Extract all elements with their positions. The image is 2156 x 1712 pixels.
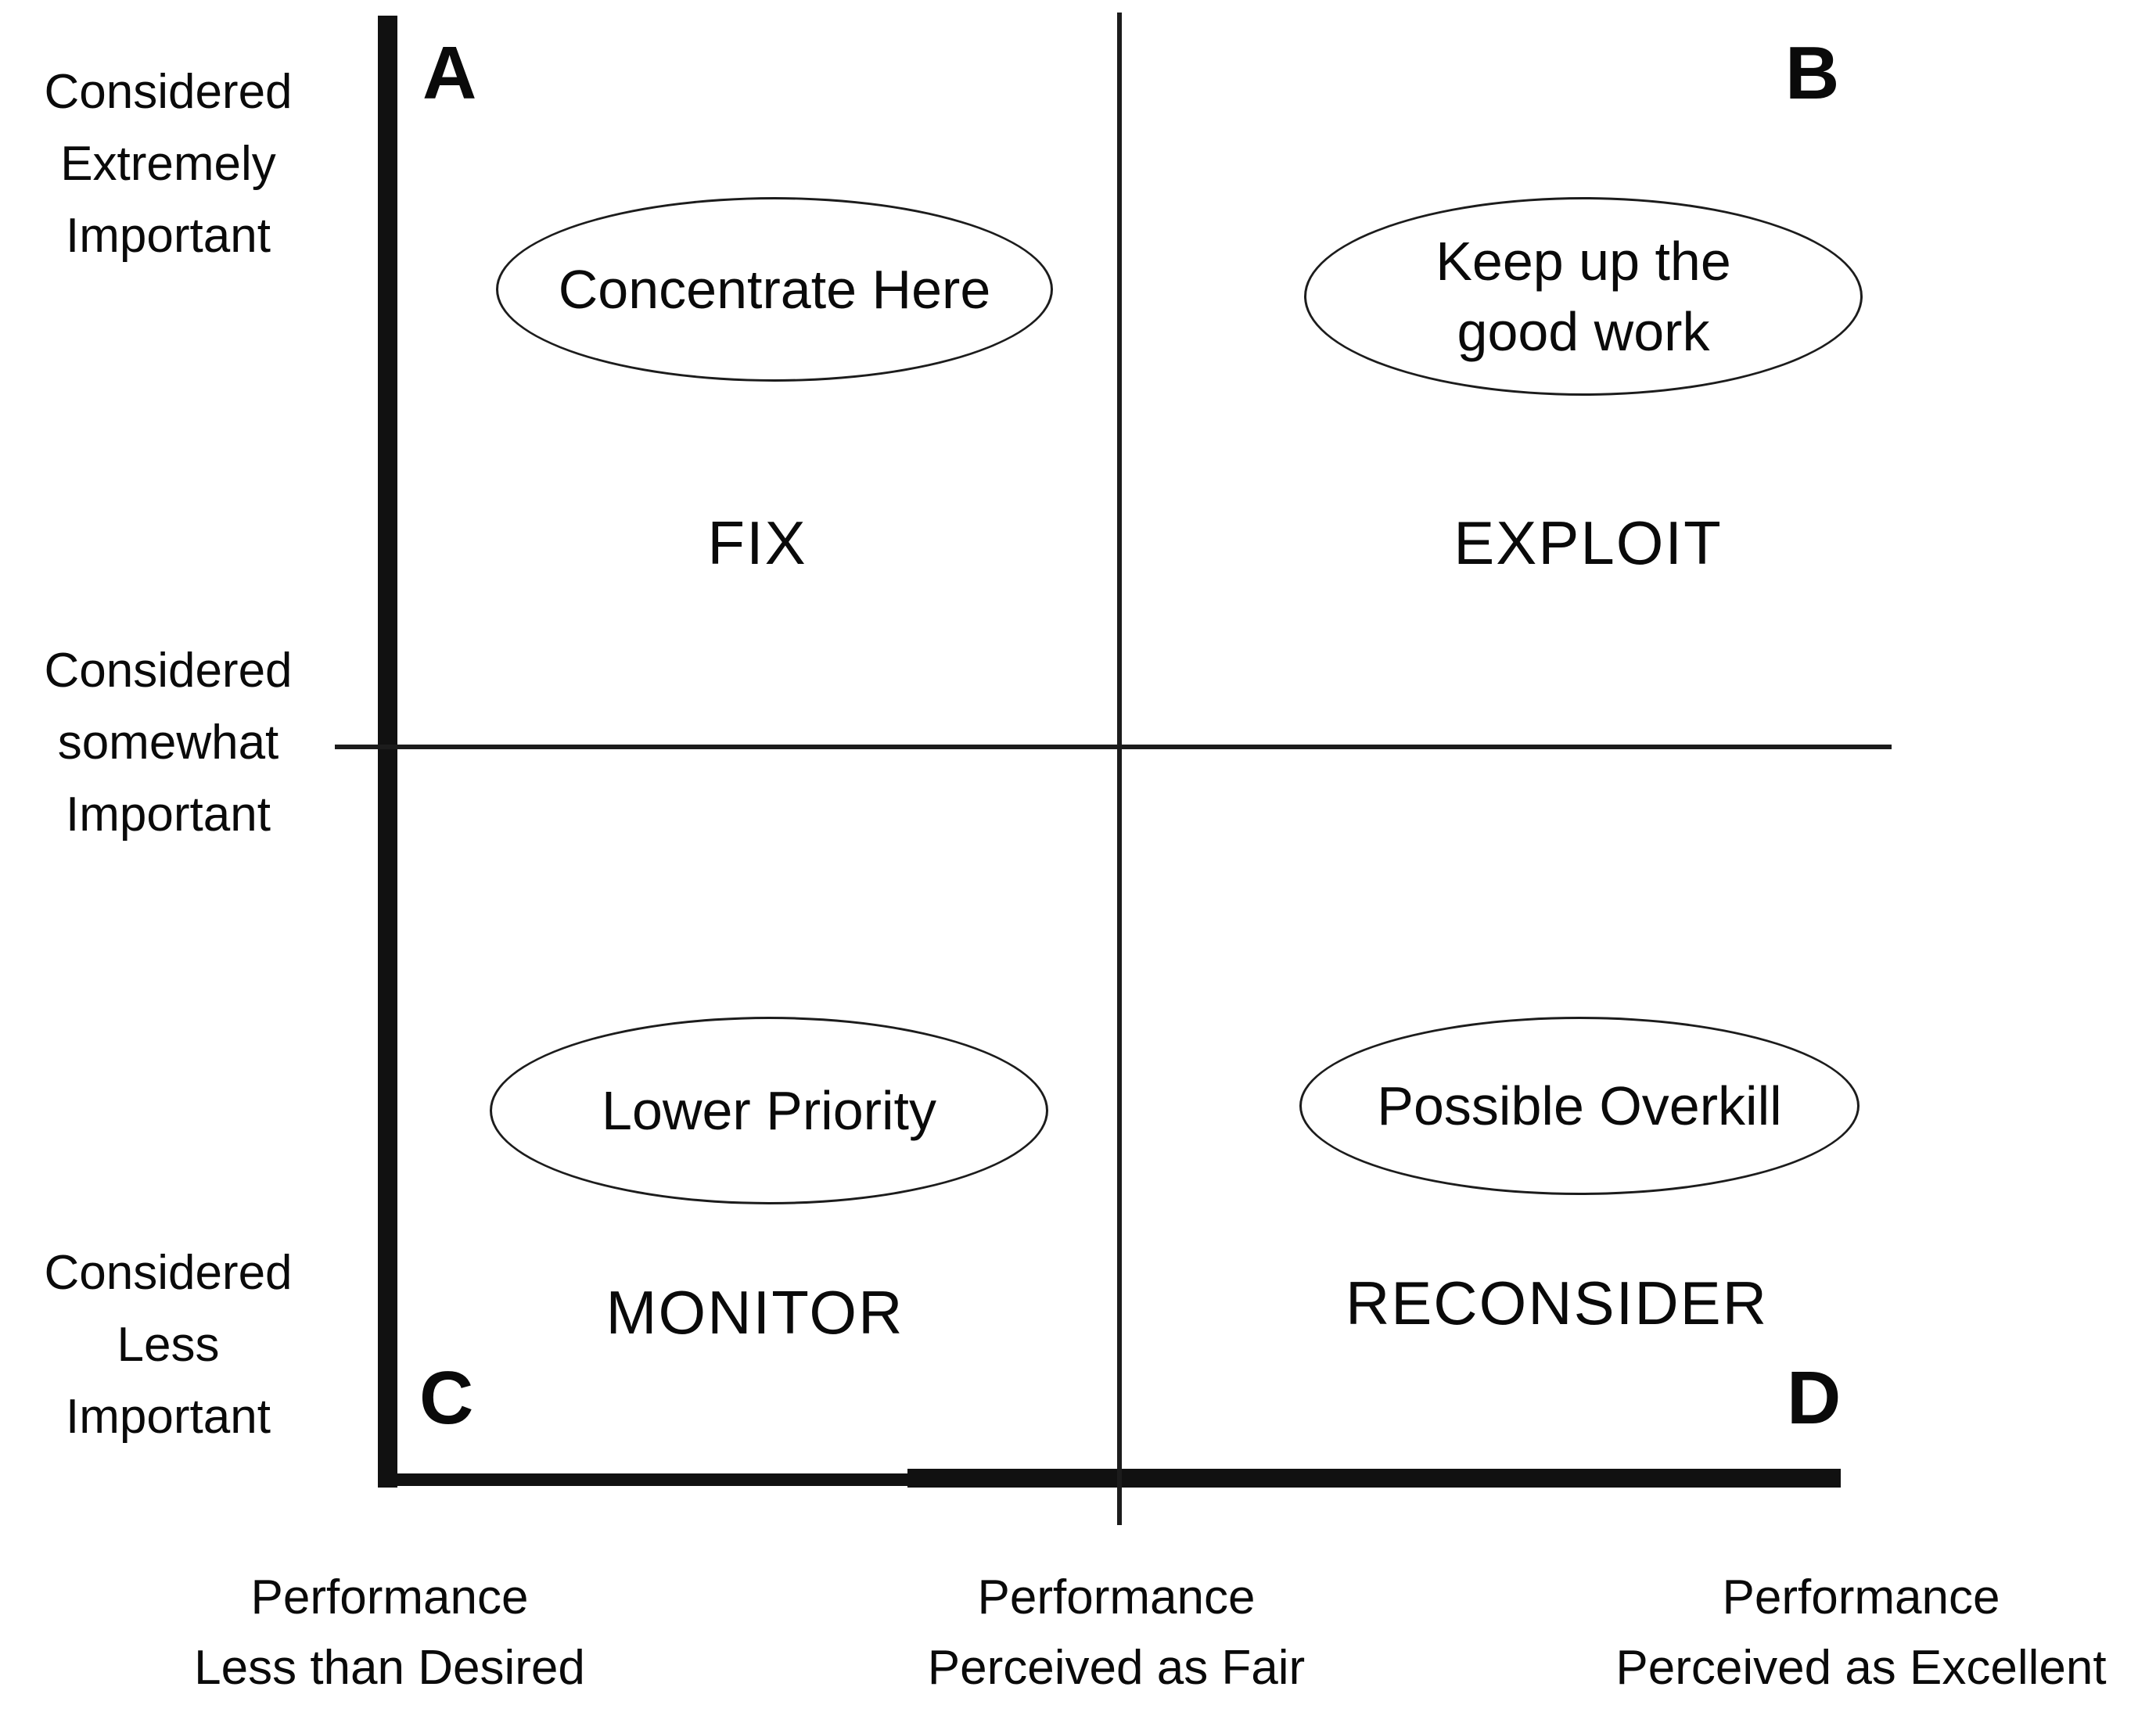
concentrate-here-label: Concentrate Here [558, 259, 991, 320]
keep-up-good-work-ellipse: Keep up the good work [1304, 197, 1863, 396]
possible-overkill-label: Possible Overkill [1377, 1075, 1782, 1136]
fix-label: FIX [707, 508, 807, 577]
y-axis-label-middle: Considered somewhat Important [44, 644, 293, 842]
y-axis-label-bottom: Considered Less Important [44, 1246, 293, 1444]
lower-priority-label: Lower Priority [602, 1080, 936, 1141]
x-axis-label-right: Performance Perceived as Excellent [1615, 1570, 2107, 1695]
keep-up-good-work-label: Keep up the good work [1436, 231, 1731, 362]
horizontal-divider-line [335, 745, 1892, 749]
exploit-label: EXPLOIT [1454, 508, 1723, 577]
vertical-divider-line [1117, 13, 1122, 1525]
quadrant-a-letter: A [422, 31, 477, 115]
quadrant-c-letter: C [419, 1356, 474, 1440]
concentrate-here-ellipse: Concentrate Here [496, 197, 1053, 382]
x-axis-line-left-segment [378, 1473, 910, 1486]
x-axis-label-center: Performance Perceived as Fair [927, 1570, 1306, 1695]
possible-overkill-ellipse: Possible Overkill [1299, 1017, 1860, 1195]
quadrant-b-letter: B [1785, 31, 1840, 115]
x-axis-label-left: Performance Less than Desired [194, 1570, 585, 1695]
quadrant-d-letter: D [1787, 1356, 1842, 1440]
reconsider-label: RECONSIDER [1345, 1269, 1769, 1337]
monitor-label: MONITOR [605, 1278, 904, 1347]
x-axis-line-right-segment [907, 1469, 1841, 1488]
y-axis-label-top: Considered Extremely Important [44, 65, 293, 263]
y-axis-line [378, 16, 397, 1488]
lower-priority-ellipse: Lower Priority [490, 1017, 1048, 1204]
